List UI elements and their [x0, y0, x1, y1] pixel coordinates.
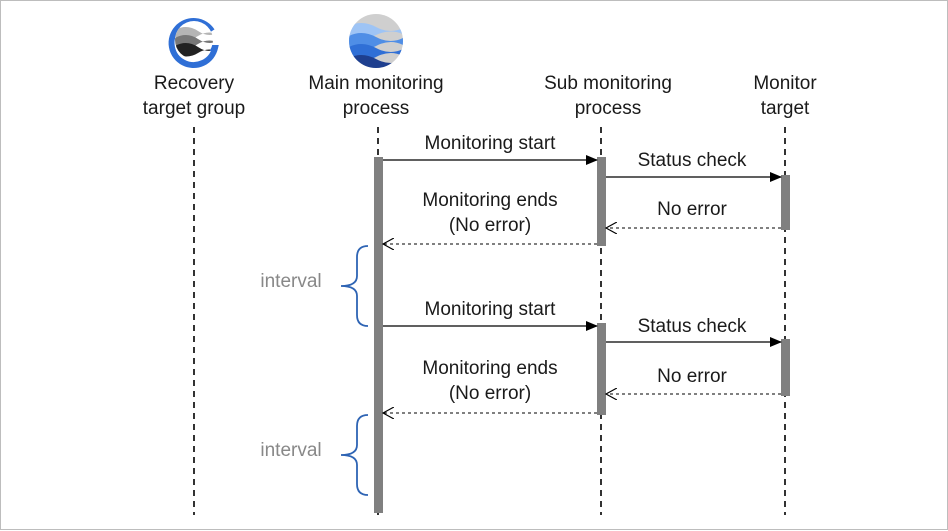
monitor-target-label-1: Monitor [753, 73, 817, 94]
sub-process-label-1: Sub monitoring [544, 73, 672, 94]
group-logo-icon [168, 18, 219, 68]
monitoring-ends-label-2: Monitoring ends [422, 358, 557, 379]
interval-brace-1 [340, 245, 369, 327]
no-error-label-2: No error [657, 366, 727, 387]
interval-label-1: interval [260, 271, 321, 292]
monitor-target-activation-2 [781, 339, 790, 396]
recovery-group-label-2: target group [143, 98, 245, 119]
monitor-target-activation-1 [781, 175, 790, 230]
status-check-label-1: Status check [638, 150, 747, 171]
no-error-paren-label-2: (No error) [449, 383, 531, 404]
monitoring-start-label-1: Monitoring start [425, 133, 557, 154]
main-process-label-2: process [343, 98, 410, 119]
main-process-activation [374, 157, 383, 513]
monitoring-ends-label-1: Monitoring ends [422, 190, 557, 211]
recovery-group-label-1: Recovery [154, 73, 235, 94]
monitor-target-label-2: target [761, 98, 810, 119]
interval-brace-2 [340, 414, 369, 496]
no-error-paren-label-1: (No error) [449, 215, 531, 236]
status-check-label-2: Status check [638, 316, 747, 337]
monitor-waves-icon [349, 14, 403, 68]
sub-process-activation-1 [597, 157, 606, 246]
sub-process-activation-2 [597, 323, 606, 415]
interval-label-2: interval [260, 440, 321, 461]
sub-process-label-2: process [575, 98, 642, 119]
monitoring-start-label-2: Monitoring start [425, 299, 557, 320]
no-error-label-1: No error [657, 199, 727, 220]
main-process-label-1: Main monitoring [308, 73, 443, 94]
